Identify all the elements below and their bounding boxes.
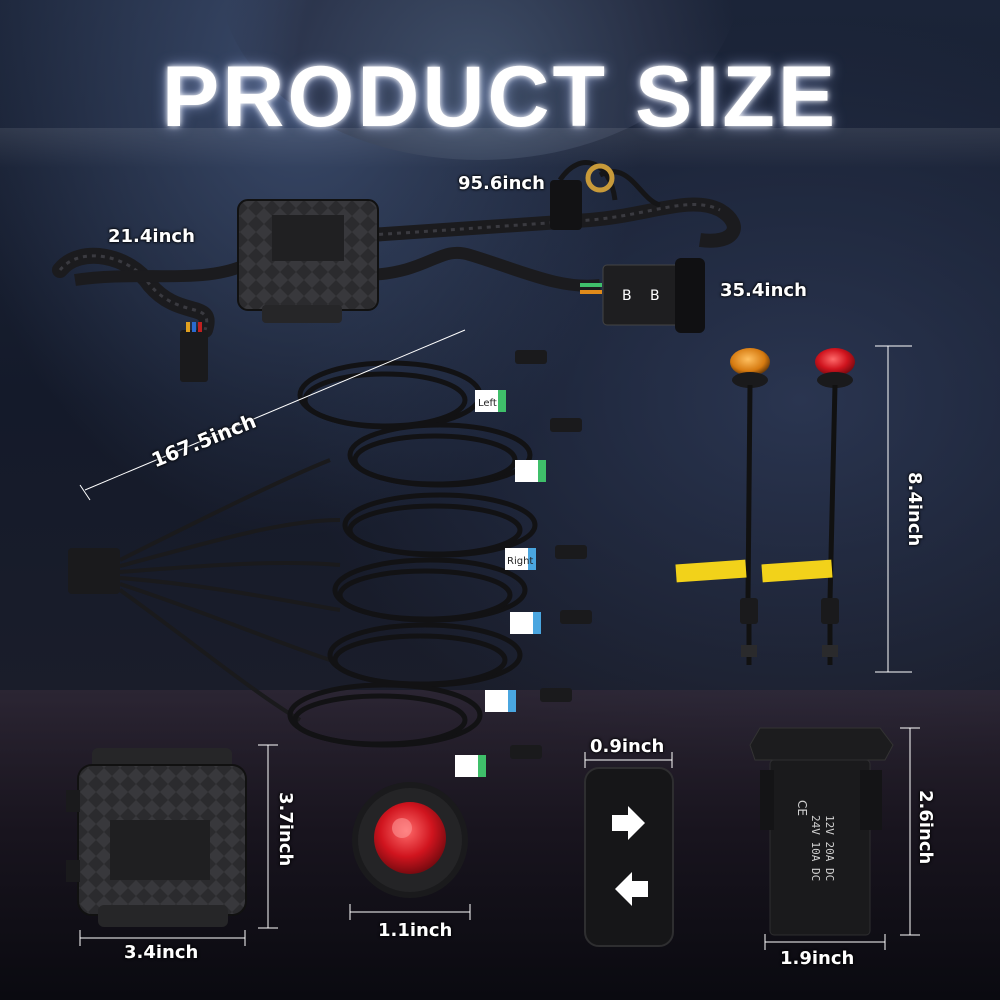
switch-label-b-2: B [650,288,660,304]
bundle-connector [68,548,120,594]
rocker-switch-side: 12V 20A DC 24V 10A DC CE [749,727,894,936]
control-box-top [237,199,379,323]
indicator-light-front [352,782,468,898]
harness-connector [180,330,208,382]
indicator-lights-pair [675,348,855,665]
tag-right-label: Right [507,556,533,567]
dim-harness-main: 95.6inch [458,173,545,194]
tag-left-label: Left [478,398,497,409]
ring-terminal-icon [585,163,615,193]
control-box-detail [66,748,247,927]
arrow-right-icon [612,806,645,840]
dim-switch-depth: 1.9inch [780,948,855,969]
switch-rating-1: 12V 20A DC [823,815,836,881]
dim-switch-lead: 35.4inch [720,280,807,301]
switch-label-b: B [622,288,632,304]
dim-harness-left: 21.4inch [108,226,195,247]
rocker-switch-front [584,767,674,947]
ce-mark: CE [795,800,809,816]
pod-harness-bundle: Left Right [68,350,592,777]
wiring-harness [52,160,741,382]
dimension-lines [79,329,920,950]
page-title: PRODUCT SIZE [161,49,839,145]
dim-switch-width: 0.9inch [590,736,665,757]
dim-box-width: 3.4inch [124,942,199,963]
harness-rocker-switch: B B [580,258,705,333]
dim-box-height: 3.7inch [275,792,296,867]
dim-indicator-height: 8.4inch [904,472,925,547]
fuse-holder [550,180,582,230]
arrow-left-icon [615,872,648,906]
switch-rating-2: 24V 10A DC [809,815,822,881]
dim-indicator-diameter: 1.1inch [378,920,453,941]
dim-switch-height: 2.6inch [915,790,936,865]
